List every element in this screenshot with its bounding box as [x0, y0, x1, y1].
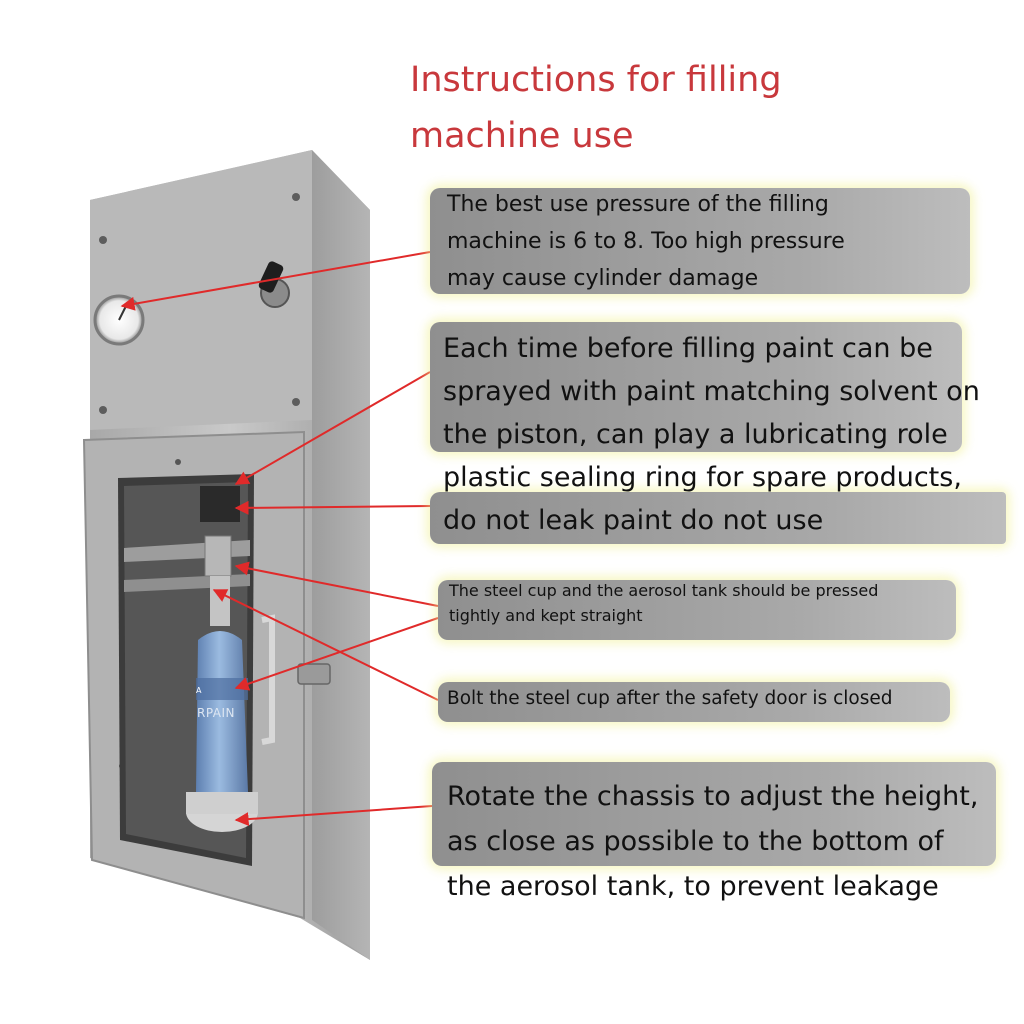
- aerosol-can: [186, 631, 258, 832]
- callout-text-pressure: The best use pressure of the filling mac…: [447, 192, 845, 291]
- callout-text-safety-door: Bolt the steel cup after the safety door…: [447, 688, 893, 709]
- callout-text-steel-cup: The steel cup and the aerosol tank shoul…: [449, 581, 879, 625]
- callout-text-piston: Each time before filling paint can be sp…: [443, 333, 980, 536]
- pointer-arrows: [120, 251, 439, 827]
- callout-box-pressure: [430, 188, 970, 294]
- callout-text-chassis: Rotate the chassis to adjust the height,…: [447, 781, 979, 902]
- callout-box-steel-cup: [438, 580, 956, 640]
- page-title: Instructions for filling machine use: [410, 60, 782, 156]
- piston-assembly: [124, 486, 250, 626]
- can-brand-label: RPAIN: [197, 706, 236, 720]
- can-mark: A: [196, 686, 202, 695]
- callout-box-chassis: [432, 762, 996, 866]
- callout-box-piston-extension: [430, 492, 1006, 544]
- callout-box-safety-door: [438, 682, 950, 722]
- callout-box-piston: [430, 322, 962, 452]
